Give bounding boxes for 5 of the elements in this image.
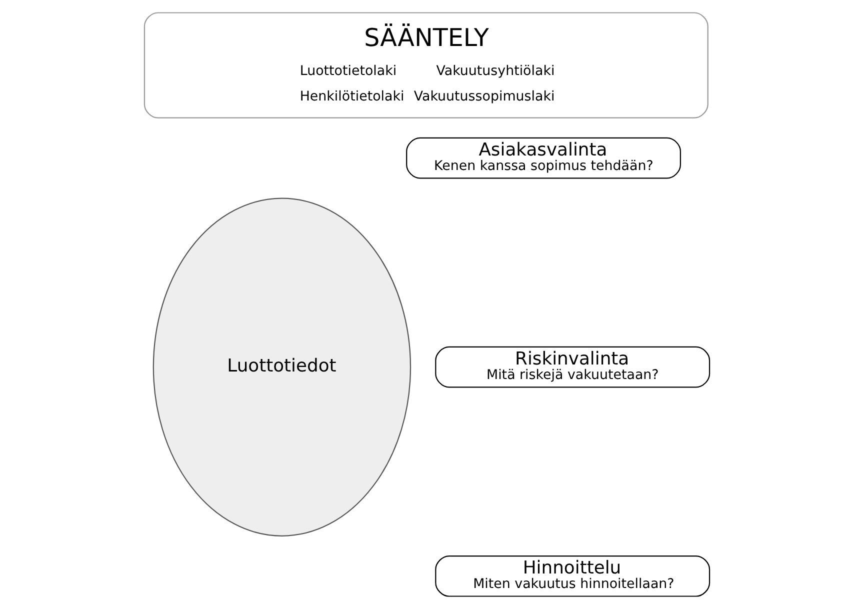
- node-box: SÄÄNTELY Luottotietolaki Vakuutusyhtiölaki Henkilötietolaki Vakuutussopimuslaki: [143, 12, 708, 118]
- node-box: Asiakasvalinta Kenen kanssa sopimus tehdään?: [406, 137, 681, 179]
- node-box: Hinnoittelu Miten vakuutus hinnoitellaan?: [434, 555, 710, 597]
- node-box: Riskinvalinta Mitä riskejä vakuutetaan?: [434, 346, 710, 388]
- node-ellipse: Luottotiedot: [152, 198, 411, 536]
